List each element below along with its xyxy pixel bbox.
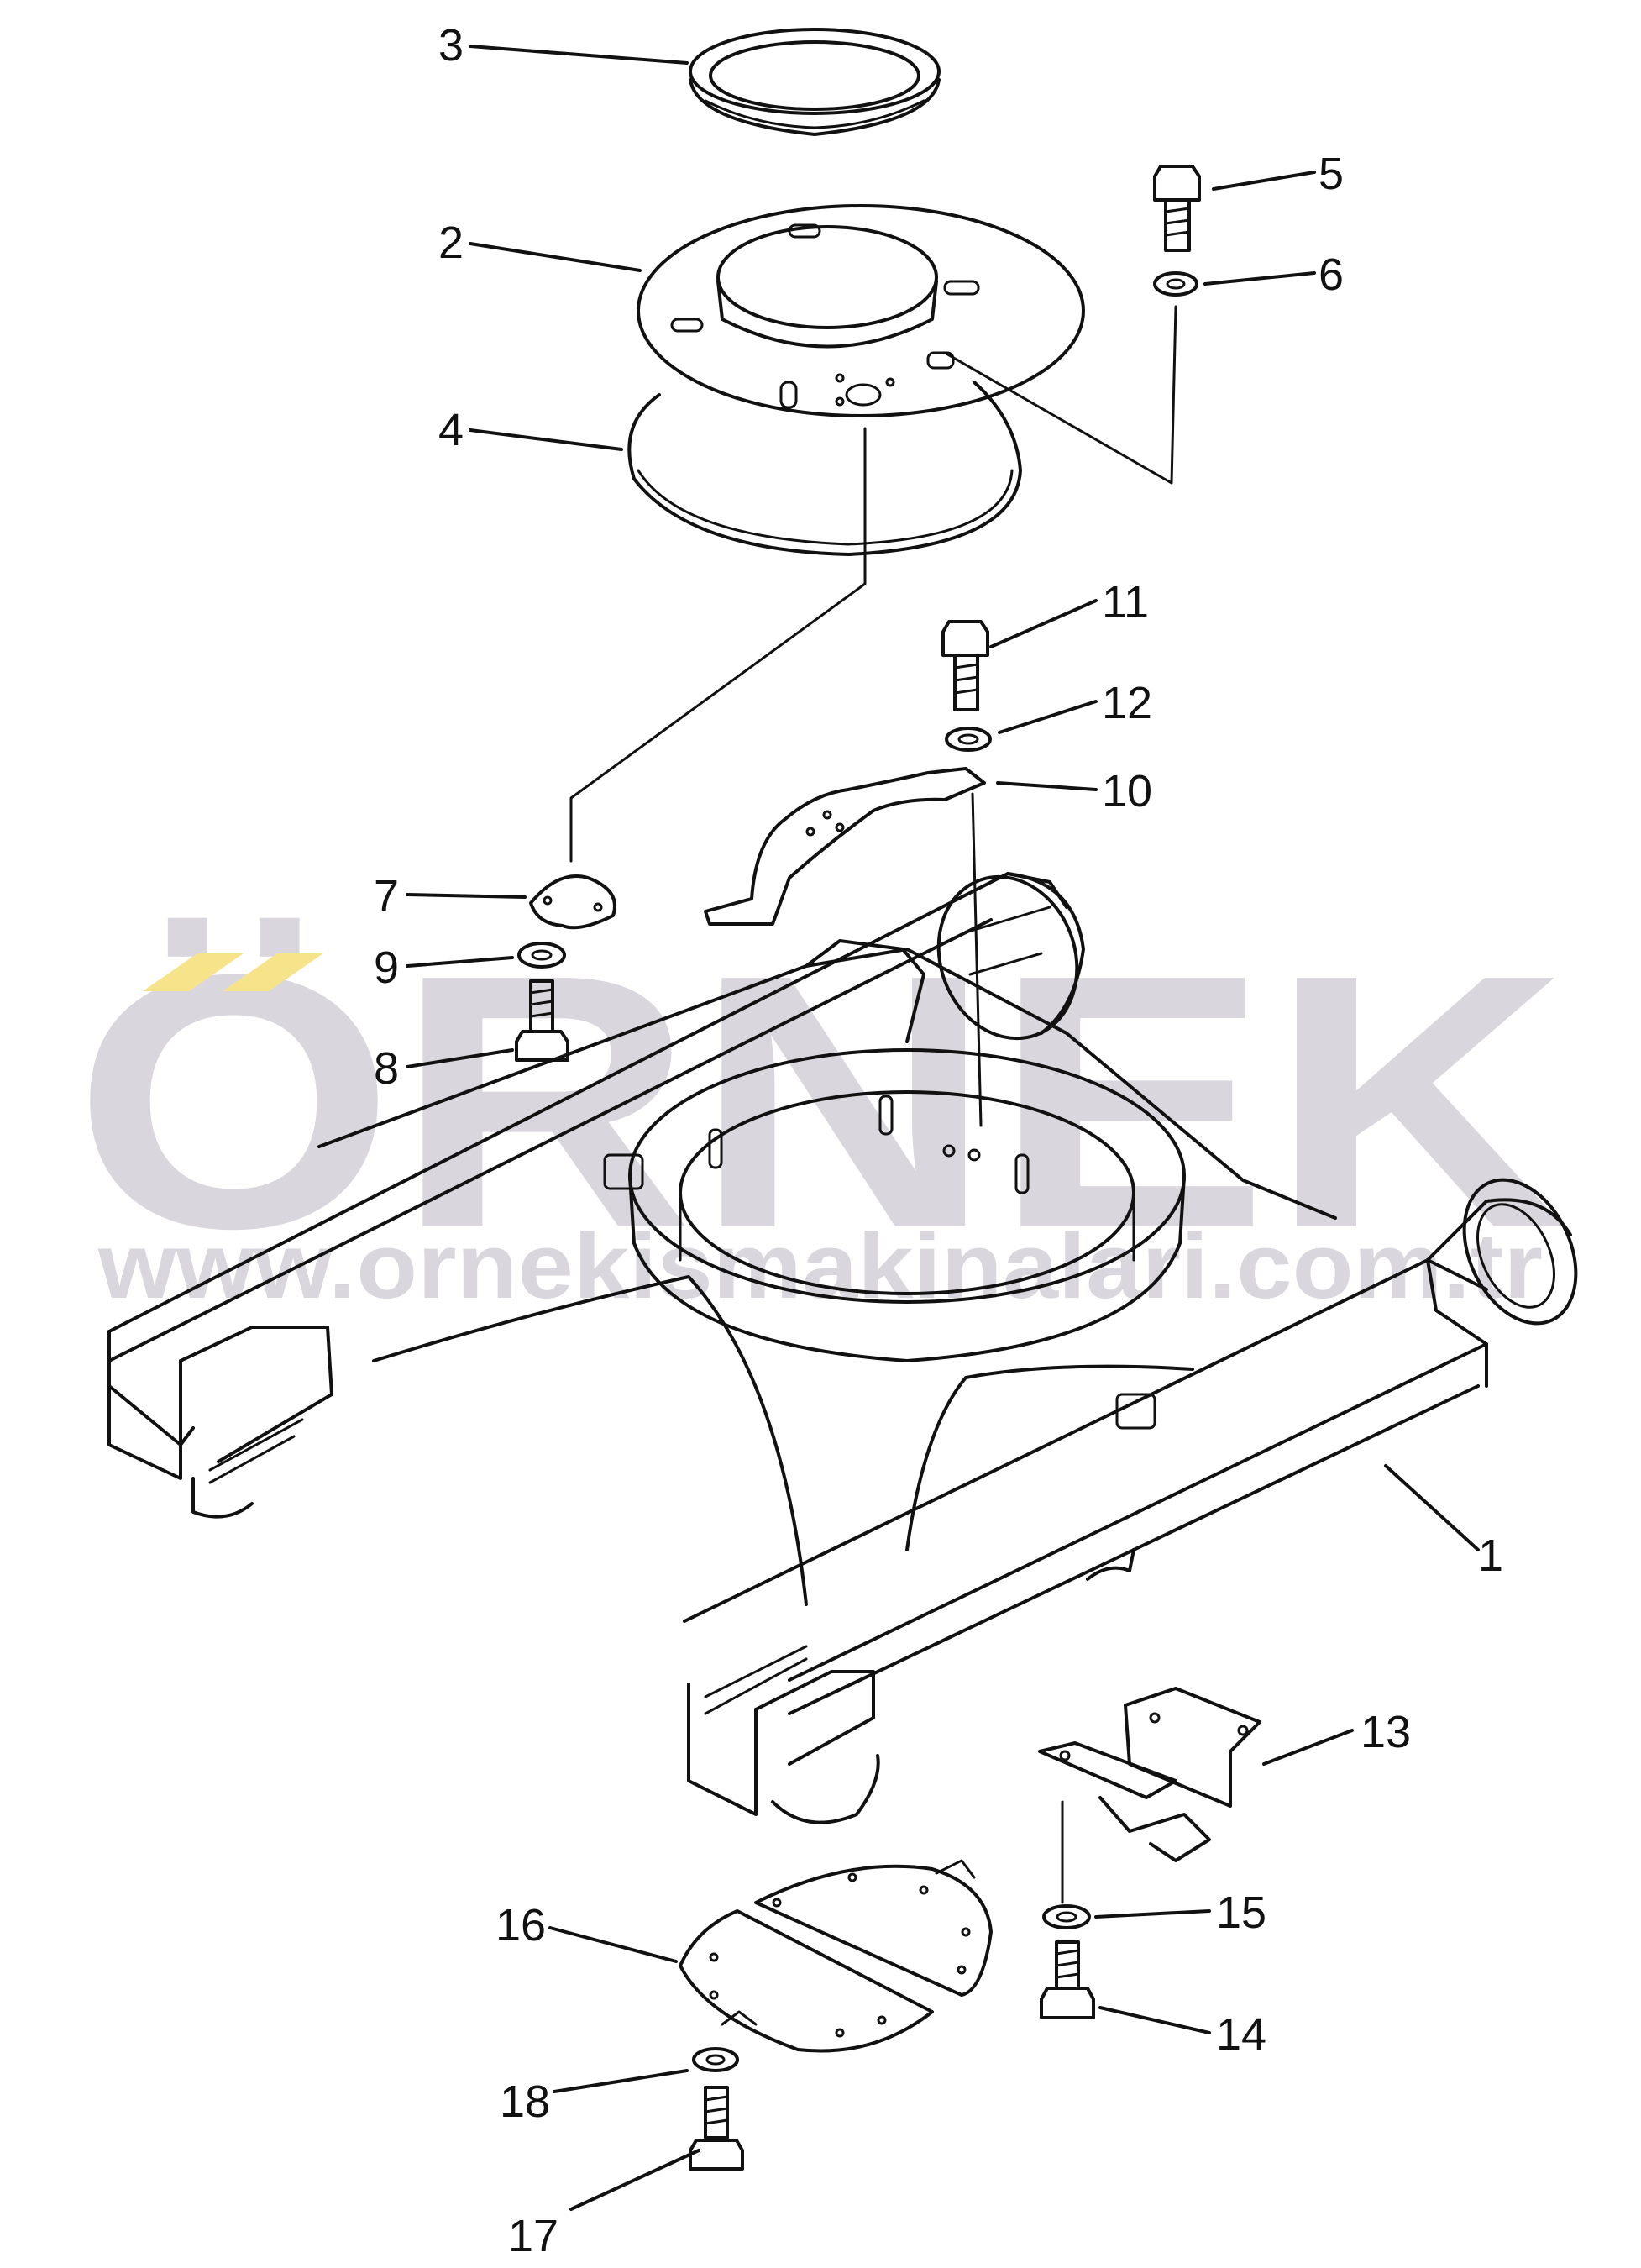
part-10-bracket: [704, 767, 986, 926]
part-16-cover: [679, 1859, 993, 2053]
part-5-bolt: [1153, 165, 1201, 252]
callout-3: 3: [438, 20, 464, 71]
callout-18: 18: [500, 2076, 550, 2127]
watermark-url: www.ornekismakinalari.com.tr: [97, 1215, 1543, 1318]
callout-10: 10: [1102, 766, 1152, 816]
part-15-washer: [1042, 1904, 1091, 1929]
callout-5: 5: [1319, 149, 1344, 199]
part-2-plate: [637, 204, 1085, 417]
part-13-bracket: [1038, 1687, 1261, 1862]
part-8-bolt: [515, 979, 569, 1062]
callout-2: 2: [438, 218, 464, 268]
part-17-bolt: [689, 2086, 744, 2171]
callout-11: 11: [1102, 577, 1149, 627]
watermark-accent-mark: [143, 953, 244, 991]
callout-14: 14: [1216, 2009, 1266, 2060]
callout-16: 16: [495, 1900, 546, 1950]
callout-1: 1: [1478, 1530, 1503, 1581]
part-6-washer: [1153, 271, 1198, 297]
part-3-seal: [689, 28, 941, 136]
assembly-lines: [406, 45, 1480, 2211]
callout-12: 12: [1102, 678, 1152, 728]
callout-13: 13: [1361, 1707, 1411, 1757]
part-14-bolt: [1040, 1940, 1095, 2019]
part-9-washer: [517, 942, 566, 969]
part-11-bolt: [941, 620, 989, 711]
callout-15: 15: [1216, 1887, 1266, 1938]
part-12-washer: [945, 727, 992, 752]
callout-9: 9: [374, 942, 399, 993]
callout-6: 6: [1319, 249, 1344, 300]
callout-17: 17: [508, 2211, 558, 2261]
callout-4: 4: [438, 405, 464, 455]
callouts: 1 2 3 4 5 6 7 8 9 10 11 12 13 14 15 16 1…: [374, 20, 1503, 2261]
part-4-oring: [627, 381, 1022, 556]
part-7-cover: [529, 874, 616, 930]
part-1-frame: [107, 872, 1578, 1824]
callout-8: 8: [374, 1043, 399, 1094]
watermark-accent-mark: [223, 953, 323, 991]
part-18-washer: [692, 2047, 739, 2072]
callout-7: 7: [374, 871, 399, 921]
